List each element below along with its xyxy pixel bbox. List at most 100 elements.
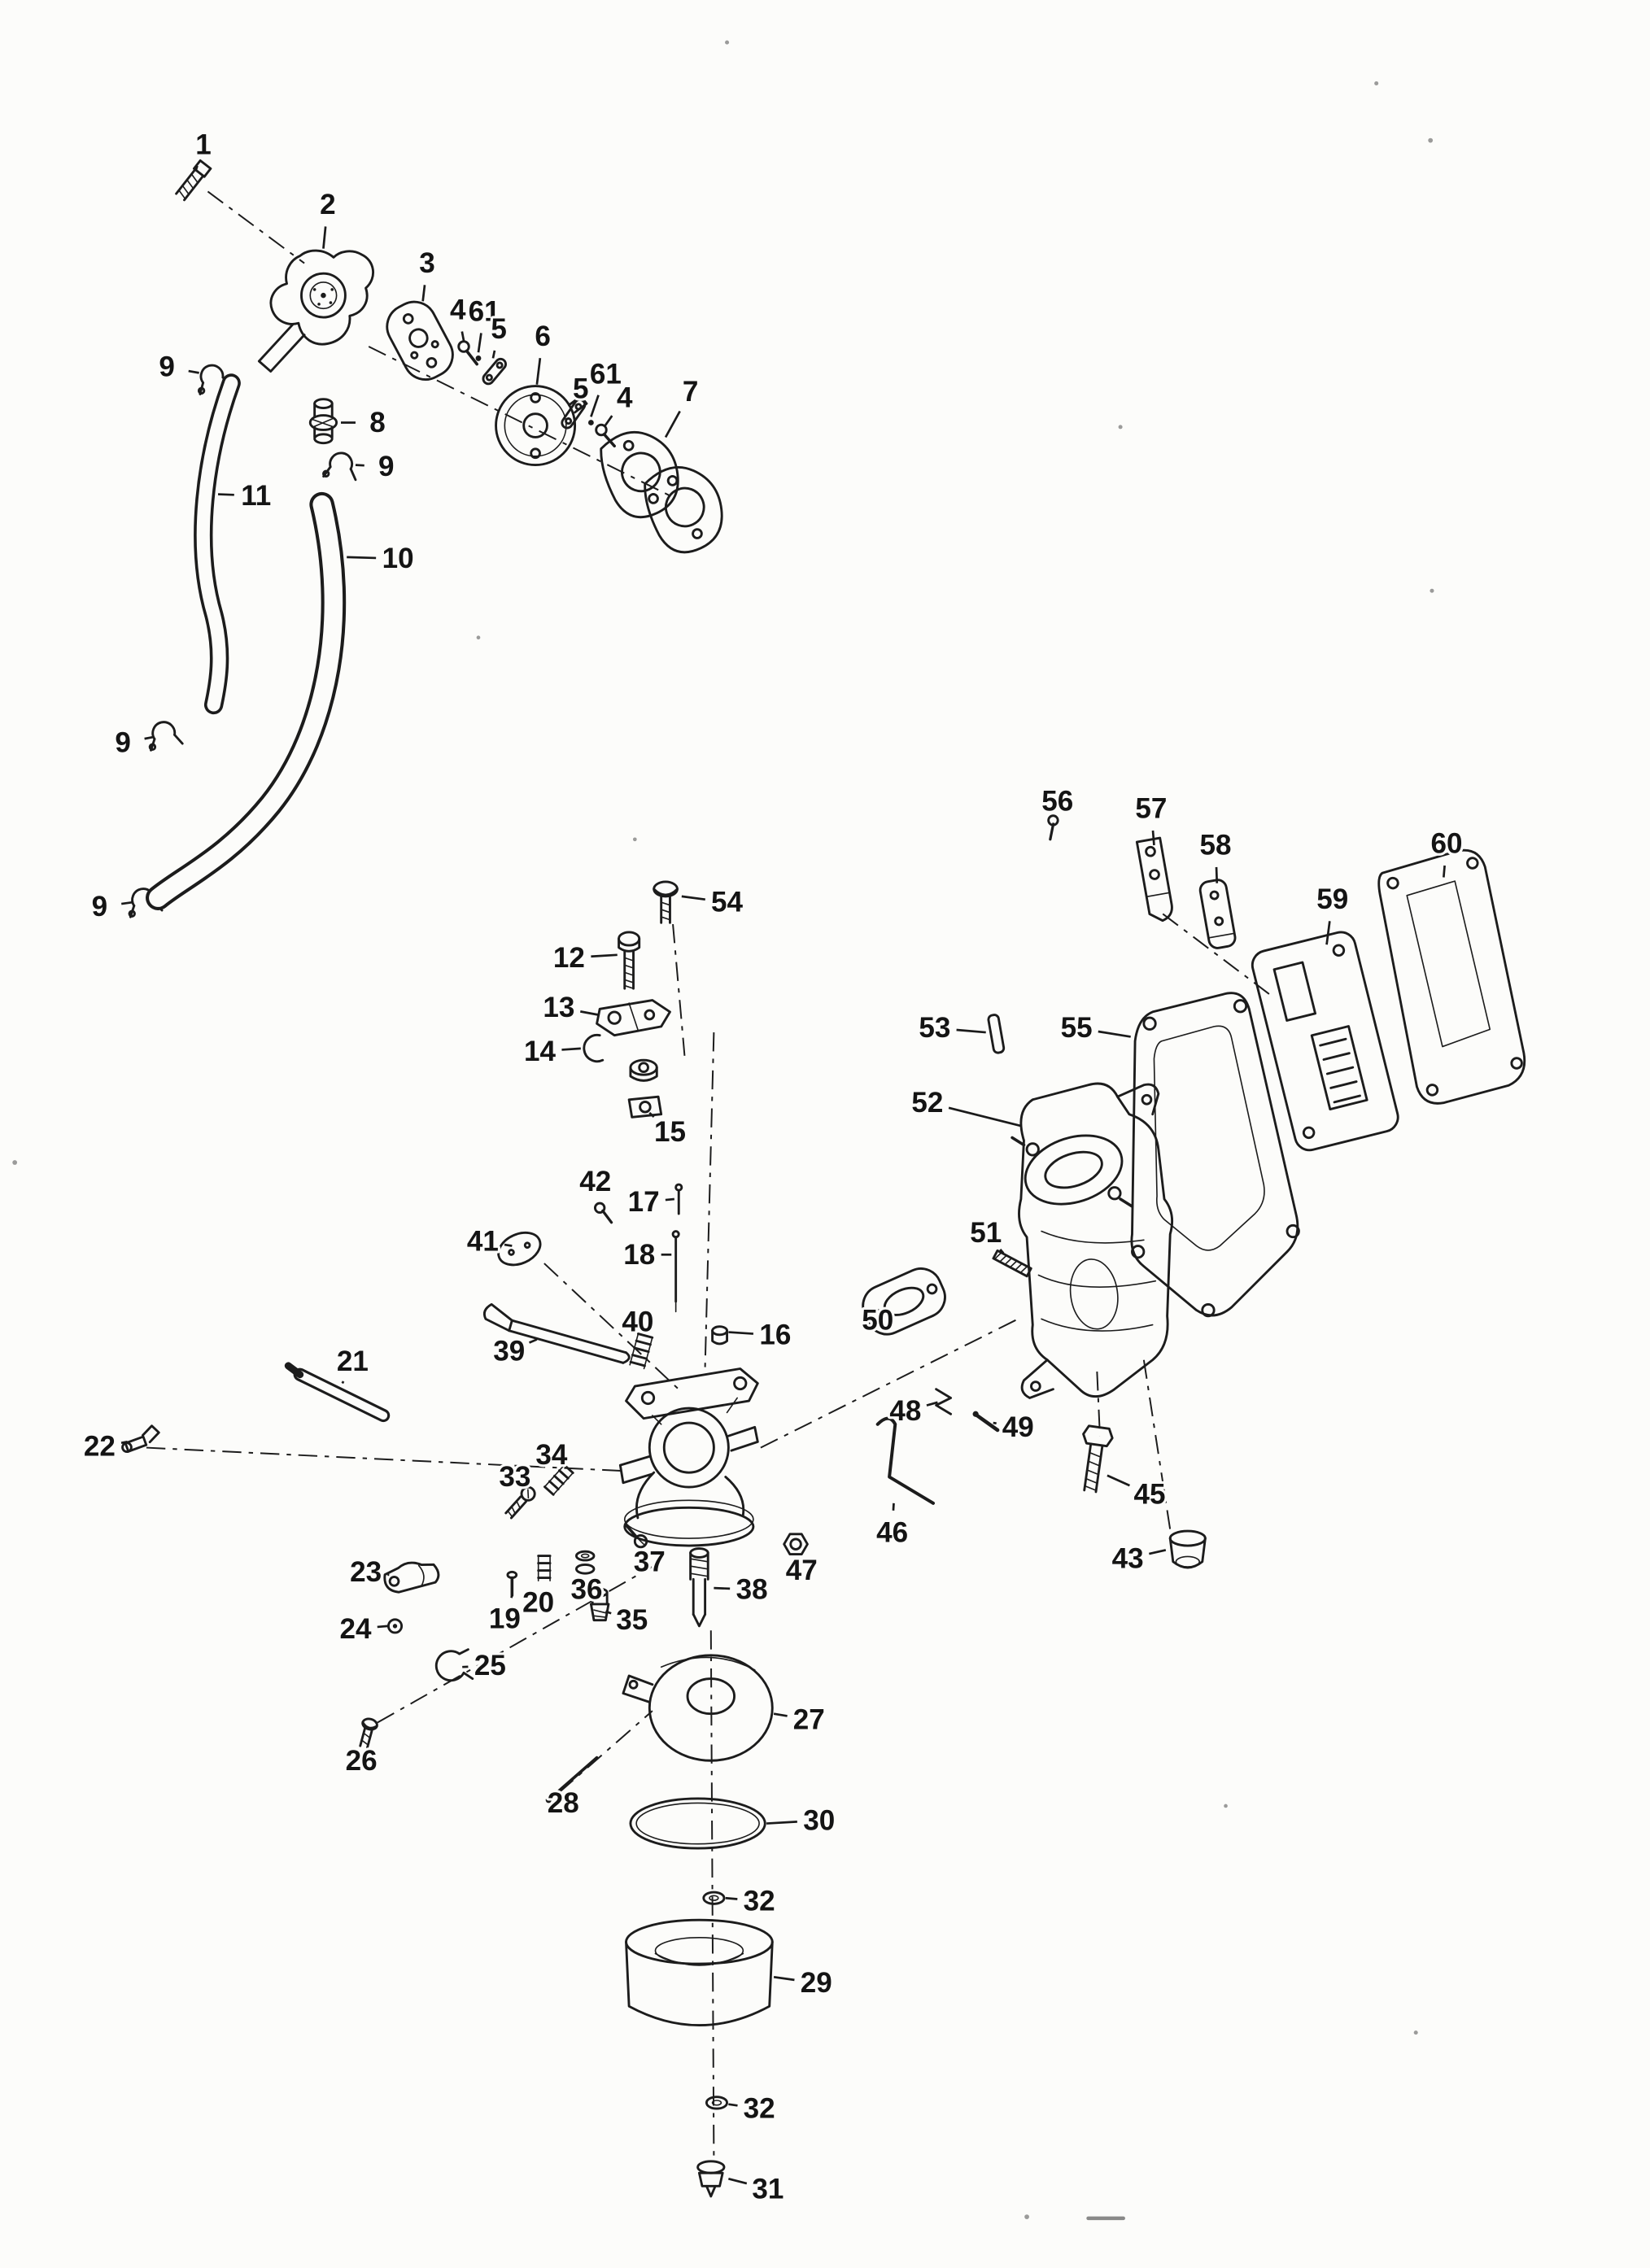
- callout-label-9-17: 9: [92, 891, 108, 922]
- part-26-screw: [359, 1717, 378, 1749]
- callout-20-37: 20: [520, 1584, 557, 1620]
- part-36-washers: [574, 1550, 596, 1575]
- callout-leader-57-63: [1151, 830, 1155, 846]
- callout-14-21: 14: [522, 1033, 581, 1070]
- callout-leader-10-15: [347, 556, 377, 560]
- construction-lines: [146, 190, 1271, 2157]
- callout-49-54: 49: [993, 1409, 1037, 1446]
- callout-16-29: 16: [728, 1317, 794, 1354]
- callout-11-14: 11: [217, 478, 273, 514]
- callout-label-56-62: 56: [1041, 786, 1073, 818]
- callout-leader-9-12: [188, 369, 199, 374]
- part-51-stud: [992, 1249, 1032, 1278]
- callout-34-33: 34: [533, 1437, 570, 1473]
- part-30-bowl-ring: [629, 1797, 766, 1850]
- part-55-manifold-gasket: [1130, 992, 1300, 1318]
- callout-label-26-43: 26: [346, 1745, 378, 1777]
- callout-leader-35-39: [605, 1610, 612, 1615]
- part-37-screw: [624, 1524, 648, 1549]
- part-5-link: [482, 357, 507, 386]
- callout-label-14-21: 14: [524, 1036, 556, 1067]
- part-6-pump-cover: [495, 385, 588, 467]
- callout-label-11-14: 11: [241, 480, 271, 512]
- callout-35-39: 35: [605, 1602, 650, 1638]
- callout-36-38: 36: [568, 1571, 605, 1607]
- part-57-reed-stop: [1135, 836, 1173, 922]
- part-9-clamp: [144, 717, 184, 752]
- callout-label-43-56: 43: [1112, 1543, 1144, 1575]
- callout-24-35: 24: [337, 1611, 388, 1647]
- part-33-idle-screw: [504, 1485, 536, 1520]
- callout-leader-9-13: [355, 464, 364, 467]
- callout-30-46: 30: [766, 1802, 837, 1839]
- callout-leader-48-53: [926, 1401, 938, 1407]
- callout-leader-46-52: [892, 1503, 895, 1511]
- callout-22-31: 22: [81, 1428, 128, 1464]
- callout-43-56: 43: [1109, 1541, 1167, 1577]
- callout-26-43: 26: [343, 1742, 380, 1779]
- callout-leader-22-31: [120, 1441, 128, 1444]
- part-48-clip: [935, 1388, 953, 1415]
- part-61-washer: [587, 420, 594, 425]
- callout-label-48-53: 48: [889, 1395, 921, 1427]
- part-21-inlet-tube: [284, 1362, 391, 1423]
- part-35-needle-seat: [589, 1587, 610, 1622]
- callout-leader-13-20: [580, 1010, 599, 1016]
- callout-leader-55-61: [1098, 1030, 1131, 1038]
- part-42-screw: [593, 1202, 613, 1224]
- callout-label-18-26: 18: [623, 1239, 655, 1271]
- callout-8-11: 8: [341, 404, 388, 441]
- callout-leader-53-60: [956, 1028, 986, 1034]
- callout-leader-27-44: [773, 1712, 788, 1717]
- callout-1-0: 1: [193, 126, 214, 170]
- callout-leader-16-29: [728, 1331, 754, 1335]
- callout-leader-7-10: [664, 410, 681, 438]
- callout-leader-9-17: [121, 901, 133, 905]
- callout-label-17-24: 17: [628, 1186, 660, 1218]
- part-9-clamp: [321, 450, 360, 482]
- callout-leader-59-65: [1325, 921, 1331, 945]
- callout-58-64: 58: [1197, 827, 1234, 883]
- callout-label-9-13: 9: [378, 451, 395, 482]
- callout-leader-12-19: [591, 953, 618, 958]
- callout-13-20: 13: [540, 989, 599, 1026]
- diagram-artwork: [12, 40, 1526, 2221]
- part-56-screw: [1047, 814, 1059, 841]
- callout-label-24-35: 24: [339, 1613, 371, 1645]
- callout-39-28: 39: [491, 1332, 538, 1370]
- part-50-carb-gasket: [862, 1267, 946, 1336]
- callout-label-36-38: 36: [571, 1573, 603, 1605]
- scan-artifacts: [12, 40, 1434, 2221]
- callout-label-20-37: 20: [522, 1587, 554, 1619]
- callout-leader-51-58: [999, 1248, 1005, 1254]
- callout-27-44: 27: [773, 1701, 827, 1738]
- callout-label-35-39: 35: [616, 1604, 648, 1636]
- callout-56-62: 56: [1039, 783, 1076, 826]
- callout-23-34: 23: [347, 1554, 390, 1590]
- part-5-link: [561, 398, 587, 430]
- callout-label-59-65: 59: [1316, 883, 1348, 915]
- callout-40-27: 40: [619, 1303, 656, 1340]
- part-3-gasket-plate: [386, 300, 454, 381]
- callout-label-42-23: 42: [579, 1166, 611, 1197]
- callout-21-30: 21: [334, 1343, 371, 1385]
- callout-31-50: 31: [728, 2170, 787, 2208]
- callout-37-40: 37: [631, 1543, 668, 1580]
- callout-4-9: 4: [603, 379, 635, 428]
- callout-48-53: 48: [887, 1393, 938, 1429]
- callout-label-57-63: 57: [1135, 793, 1167, 825]
- callout-59-65: 59: [1314, 881, 1351, 945]
- callout-label-54-18: 54: [711, 887, 743, 918]
- part-28-hinge-pin: [545, 1756, 599, 1803]
- callout-label-31-50: 31: [752, 2173, 784, 2205]
- callout-7-10: 7: [664, 373, 701, 438]
- callout-label-13-20: 13: [543, 992, 574, 1023]
- callout-label-15-22: 15: [654, 1116, 686, 1148]
- callout-label-3-2: 3: [419, 247, 435, 279]
- callout-leader-54-18: [681, 895, 705, 901]
- callout-29-48: 29: [773, 1965, 835, 2001]
- callout-label-55-61: 55: [1061, 1012, 1093, 1044]
- callout-38-41: 38: [714, 1571, 770, 1608]
- callout-25-42: 25: [462, 1647, 509, 1684]
